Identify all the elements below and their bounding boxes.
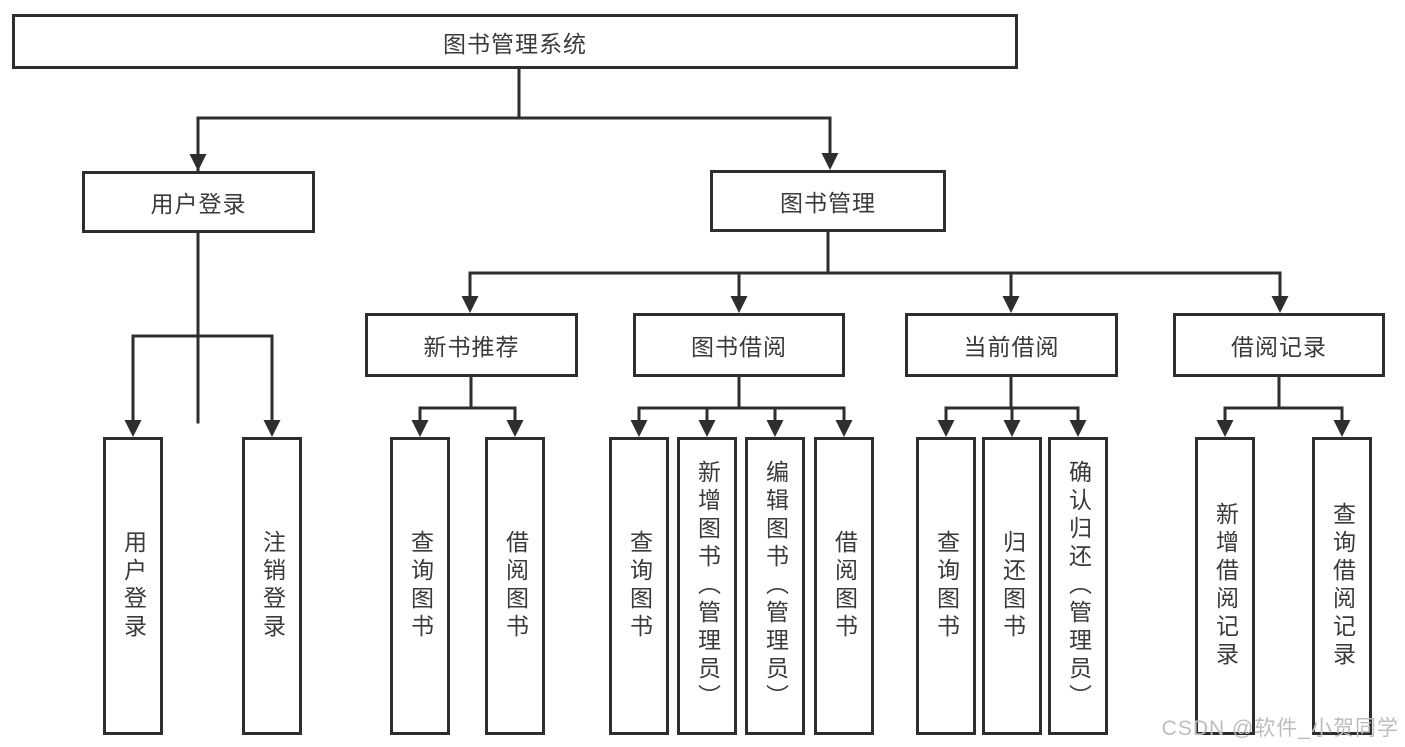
leaf-label: 借阅图书	[502, 530, 529, 642]
leaf-label: 用户登录	[120, 530, 147, 642]
leaf-label: 新增借阅记录	[1212, 502, 1239, 670]
leaf-edit-books-admin: 编辑图书（管理员）	[745, 437, 805, 735]
leaf-label: 确认归还（管理员）	[1065, 460, 1092, 712]
leaf-confirm-return-admin: 确认归还（管理员）	[1048, 437, 1108, 735]
leaf-label: 归还图书	[999, 530, 1026, 642]
leaf-return-books: 归还图书	[982, 437, 1042, 735]
node-user-login: 用户登录	[82, 171, 315, 233]
leaf-label: 借阅图书	[831, 530, 858, 642]
node-book-management: 图书管理	[710, 170, 946, 232]
leaf-user-login: 用户登录	[103, 437, 163, 735]
leaf-label: 编辑图书（管理员）	[762, 460, 789, 712]
leaf-label: 注销登录	[259, 530, 286, 642]
leaf-query-books-recommend: 查询图书	[390, 437, 450, 735]
leaf-label: 查询图书	[626, 530, 653, 642]
csdn-watermark: CSDN @软件_小贺同学	[1161, 717, 1399, 740]
leaf-borrow-books: 借阅图书	[814, 437, 874, 735]
node-current-borrow: 当前借阅	[905, 313, 1118, 377]
leaf-add-books-admin: 新增图书（管理员）	[677, 437, 737, 735]
leaf-query-books-current: 查询图书	[916, 437, 976, 735]
node-borrow-record: 借阅记录	[1173, 313, 1385, 377]
node-new-book-recommend: 新书推荐	[365, 313, 578, 377]
leaf-query-borrow-record: 查询借阅记录	[1312, 437, 1372, 735]
leaf-label: 查询借阅记录	[1329, 502, 1356, 670]
leaf-label: 新增图书（管理员）	[694, 460, 721, 712]
leaf-label: 查询图书	[407, 530, 434, 642]
leaf-borrow-books-recommend: 借阅图书	[485, 437, 545, 735]
leaf-logout: 注销登录	[242, 437, 302, 735]
leaf-query-books-borrow: 查询图书	[609, 437, 669, 735]
leaf-label: 查询图书	[933, 530, 960, 642]
node-book-borrow: 图书借阅	[633, 313, 845, 377]
node-library-management-system: 图书管理系统	[12, 14, 1018, 69]
leaf-add-borrow-record: 新增借阅记录	[1195, 437, 1255, 735]
